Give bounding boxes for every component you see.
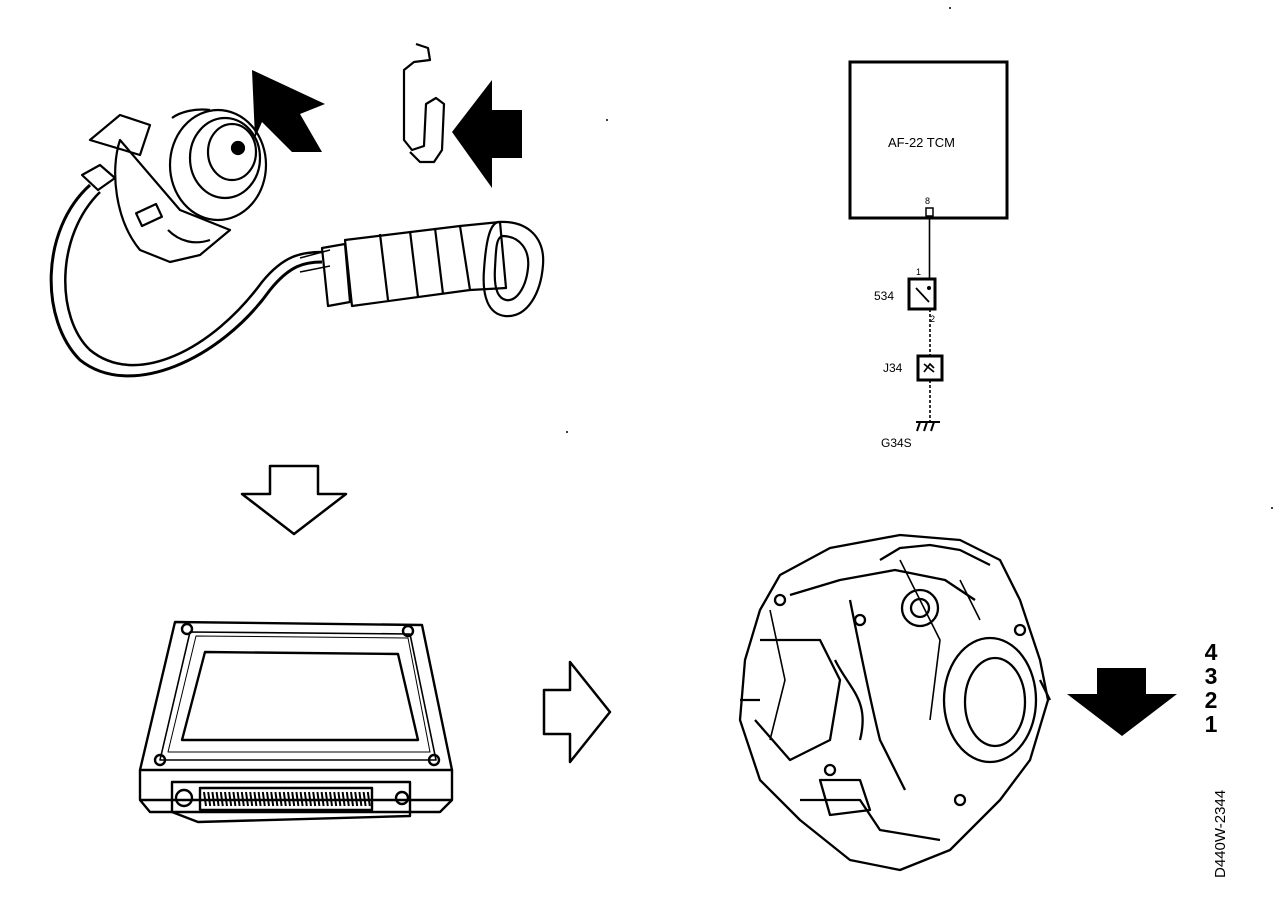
connector-pin (337, 791, 342, 807)
connector-pin (257, 791, 262, 807)
connector-pin (261, 791, 266, 807)
connector-pin (320, 791, 325, 807)
connector-pin (362, 791, 367, 807)
gear-position-3: 3 (1204, 663, 1218, 689)
tcm-box (848, 60, 1009, 220)
arrow-outline-right (542, 660, 612, 764)
wiring-schematic: AF-22 TCM 8 1 534 2 J34 G34S (848, 60, 1009, 450)
control-module-illustration (138, 620, 454, 824)
gear-position-list: 4 3 2 1 (1196, 640, 1226, 736)
document-id: D440W-2344 (1212, 789, 1229, 878)
connector-pin (236, 791, 241, 807)
transmission-illustration (738, 533, 1052, 872)
ground-label: G34S (881, 436, 912, 450)
clip-illustration (402, 42, 446, 164)
connector-pin (232, 791, 237, 807)
connector-pin (316, 791, 321, 807)
ground-symbol (916, 421, 940, 432)
connector-pin (358, 791, 363, 807)
connector-pin (270, 791, 275, 807)
connector-pin (324, 791, 329, 807)
switch-pin-1: 1 (916, 267, 921, 277)
connector-pin (274, 791, 279, 807)
connector-pin (333, 791, 338, 807)
gear-position-4: 4 (1204, 639, 1218, 665)
switch-pin-2: 2 (930, 314, 935, 324)
connector-pin (278, 791, 283, 807)
connector-pin (303, 791, 308, 807)
tcm-pin-number: 8 (925, 196, 930, 206)
connector-pin (203, 791, 207, 807)
connector-pin (291, 791, 296, 807)
gear-position-2: 2 (1204, 687, 1218, 713)
connector-pin (366, 791, 371, 807)
scan-specks (566, 7, 1273, 509)
connector-pin (287, 791, 291, 807)
connector-pin (329, 791, 333, 807)
connector-pin (219, 791, 224, 807)
connector-pin (341, 791, 346, 807)
connector-label: J34 (883, 361, 903, 375)
connector-pin (345, 791, 350, 807)
connector-pin (207, 791, 212, 807)
connector-pin (312, 791, 317, 807)
connector-pin (308, 791, 312, 807)
connector-pin (354, 791, 359, 807)
sensor-illustration (49, 108, 545, 378)
connector-pin (266, 791, 270, 807)
connector-pin (295, 791, 300, 807)
connector-pin (282, 791, 287, 807)
connector-pin (245, 791, 249, 807)
arrow-solid-clip (452, 80, 522, 188)
connector-pin (240, 791, 245, 807)
connector-pin (224, 791, 228, 807)
arrow-solid-sensor (252, 70, 325, 152)
connector-pin (215, 791, 220, 807)
connector-pin (299, 791, 304, 807)
arrow-solid-down (1067, 668, 1177, 736)
tcm-label: AF-22 TCM (888, 135, 955, 150)
gear-position-1: 1 (1204, 711, 1218, 737)
arrow-outline-down (240, 464, 348, 536)
connector-pin (211, 791, 216, 807)
connector-pin (350, 791, 354, 807)
switch-label: 534 (874, 289, 894, 303)
connector-pin (253, 791, 258, 807)
connector-pin (249, 791, 254, 807)
connector-pin (228, 791, 233, 807)
module-connector-pins (203, 791, 371, 807)
switch-symbol (907, 277, 937, 311)
